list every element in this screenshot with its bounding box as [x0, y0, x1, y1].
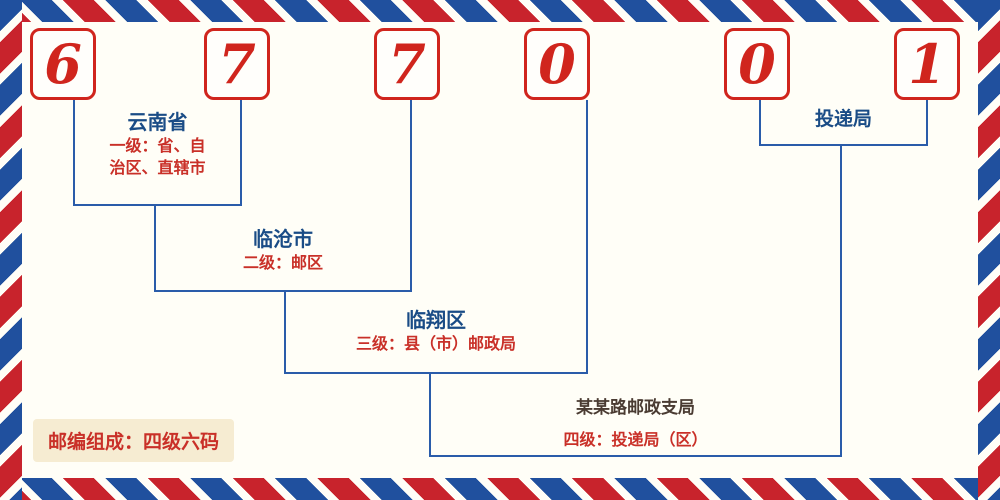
- digit-box-4: 0: [524, 28, 590, 100]
- level3-place: 临翔区: [406, 310, 466, 332]
- level2-annotation: 临沧市 二级：邮区: [154, 227, 412, 275]
- digit-6: 1: [908, 32, 946, 96]
- digit-3: 7: [388, 32, 426, 96]
- connector-delivery-right: [926, 100, 928, 146]
- digit-5: 0: [738, 32, 776, 96]
- connector-level2-left: [154, 204, 156, 292]
- digit-box-6: 1: [894, 28, 960, 100]
- digit-box-2: 7: [204, 28, 270, 100]
- level1-annotation: 云南省 一级：省、自 治区、直辖市: [73, 110, 242, 180]
- connector-delivery-bottom: [759, 144, 928, 146]
- connector-level3-bottom: [284, 372, 588, 374]
- composition-note: 邮编组成：四级六码: [33, 419, 235, 462]
- airmail-border-left: [0, 0, 22, 500]
- connector-level2-bottom: [154, 290, 412, 292]
- digit-2: 7: [218, 32, 256, 96]
- level2-desc: 二级：邮区: [242, 255, 323, 272]
- level4-desc: 四级：投递局（区）: [563, 432, 708, 449]
- digit-box-5: 0: [724, 28, 790, 100]
- level3-desc: 三级：县（市）邮政局: [355, 336, 516, 353]
- connector-level3-right: [586, 100, 588, 374]
- airmail-border-bottom: [0, 478, 1000, 500]
- connector-delivery-left: [759, 100, 761, 146]
- connector-level1-right: [240, 100, 242, 206]
- level1-place: 云南省: [127, 112, 188, 134]
- connector-level2-right: [410, 100, 412, 292]
- digit-box-3: 7: [374, 28, 440, 100]
- digit-box-1: 6: [30, 28, 96, 100]
- level1-desc-line2: 治区、直辖市: [109, 160, 206, 177]
- level1-desc-line1: 一级：省、自: [109, 138, 206, 155]
- airmail-border-top: [0, 0, 1000, 22]
- digit-1: 6: [44, 32, 82, 96]
- delivery-annotation: 投递局: [759, 107, 928, 133]
- level4-annotation: 某某路邮政支局 四级：投递局（区）: [429, 395, 842, 452]
- connector-level1-left: [73, 100, 75, 206]
- connector-level4-right: [840, 144, 842, 457]
- connector-level4-left: [429, 372, 431, 457]
- connector-level3-left: [284, 290, 286, 374]
- level3-annotation: 临翔区 三级：县（市）邮政局: [284, 308, 588, 356]
- airmail-border-right: [978, 0, 1000, 500]
- level2-place: 临沧市: [253, 229, 313, 251]
- connector-level1-bottom: [73, 204, 242, 206]
- delivery-place: 投递局: [814, 109, 872, 130]
- digit-4: 0: [538, 32, 576, 96]
- level4-place: 某某路邮政支局: [576, 398, 695, 417]
- connector-level4-bottom: [429, 455, 842, 457]
